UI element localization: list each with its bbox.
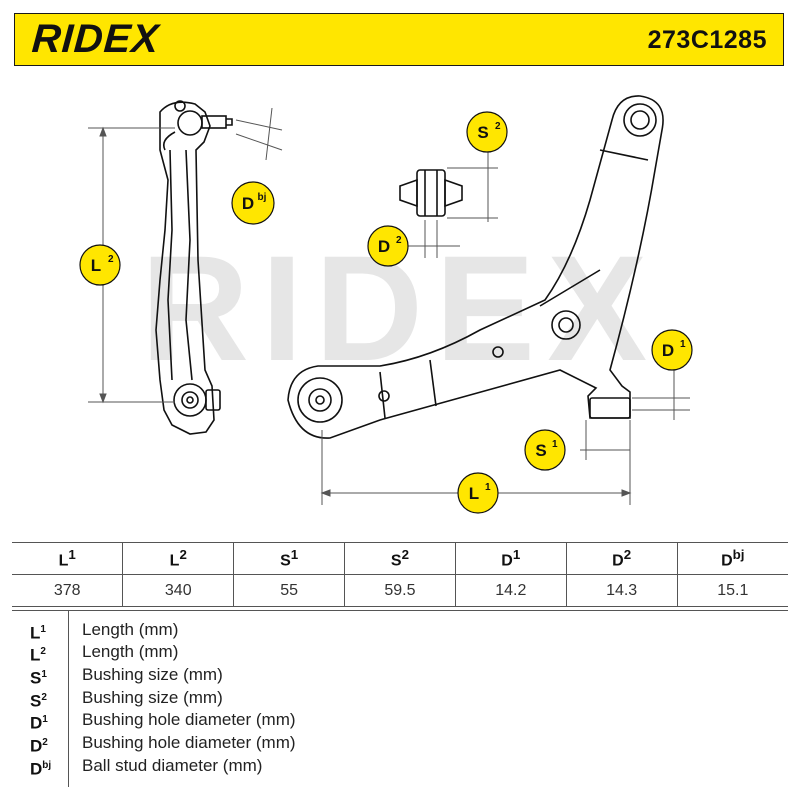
svg-text:L: L [91, 256, 101, 275]
svg-text:1: 1 [680, 339, 686, 350]
badge-dbj: D bj [231, 181, 275, 225]
legend-row-s1: S1 Bushing size (mm) [12, 664, 788, 688]
spec-header-l1: L1 [12, 542, 124, 575]
svg-text:2: 2 [495, 121, 501, 132]
spec-value-d1: 14.2 [454, 574, 567, 607]
legend-symbol: Dbj [30, 759, 52, 779]
side-view-arm [155, 100, 233, 435]
badge-s2: S 2 [466, 111, 508, 153]
legend-description: Bushing hole diameter (mm) [82, 733, 296, 752]
badge-d2: D 2 [367, 225, 409, 267]
legend-symbol: S2 [30, 691, 47, 711]
legend-description: Length (mm) [82, 620, 179, 639]
svg-text:D: D [662, 341, 674, 360]
control-arm-top-view [287, 95, 664, 439]
svg-text:S: S [477, 123, 488, 142]
spec-header-d1: D1 [454, 542, 567, 575]
dimension-lines-bushing [405, 150, 498, 258]
legend-row-d2: D2 Bushing hole diameter (mm) [12, 732, 788, 756]
brand-logo: RIDEX [30, 17, 161, 61]
spec-value-dbj: 15.1 [676, 574, 788, 607]
legend-row-dbj: Dbj Ball stud diameter (mm) [12, 755, 788, 779]
spec-value-s2: 59.5 [344, 574, 456, 607]
spec-header-dbj: Dbj [676, 542, 788, 575]
spec-value-l2: 340 [122, 574, 235, 607]
svg-text:D: D [242, 194, 254, 213]
dimension-lines-l2 [88, 107, 283, 404]
badge-l2: L 2 [79, 244, 121, 286]
technical-drawing: RIDEX [79, 95, 693, 514]
spec-table: L1 L2 S1 S2 D1 D2 Dbj 378 340 55 59.5 14… [12, 542, 788, 607]
svg-text:1: 1 [485, 482, 491, 493]
legend-description: Bushing size (mm) [82, 688, 223, 707]
legend-description: Ball stud diameter (mm) [82, 756, 263, 775]
svg-text:S: S [535, 441, 546, 460]
part-number: 273C1285 [647, 26, 767, 54]
svg-text:2: 2 [396, 235, 402, 246]
svg-text:2: 2 [108, 254, 114, 265]
svg-text:1: 1 [552, 439, 558, 450]
svg-text:bj: bj [258, 192, 267, 203]
legend-row-l2: L2 Length (mm) [12, 641, 788, 665]
legend-symbol: D2 [30, 736, 48, 756]
legend-description: Length (mm) [82, 642, 179, 661]
svg-text:L: L [469, 484, 479, 503]
legend-description: Bushing size (mm) [82, 665, 223, 684]
badge-l1: L 1 [457, 472, 499, 514]
legend-symbol: S1 [30, 668, 47, 688]
spec-header-l2: L2 [122, 542, 235, 575]
spec-value-l1: 378 [12, 574, 124, 607]
spec-header-row: L1 L2 S1 S2 D1 D2 Dbj [12, 542, 788, 575]
badge-d1: D 1 [651, 329, 693, 371]
legend-symbol: L1 [30, 623, 46, 643]
spec-value-s1: 55 [233, 574, 346, 607]
spec-header-d2: D2 [565, 542, 678, 575]
legend-row-l1: L1 Length (mm) [12, 619, 788, 643]
badge-s1: S 1 [524, 429, 566, 471]
legend-divider [68, 611, 69, 787]
legend-symbol: L2 [30, 645, 46, 665]
spec-value-d2: 14.3 [565, 574, 678, 607]
legend-row-d1: D1 Bushing hole diameter (mm) [12, 709, 788, 733]
spec-header-s1: S1 [233, 542, 346, 575]
bushing-detail [399, 169, 463, 217]
spec-value-row: 378 340 55 59.5 14.2 14.3 15.1 [12, 574, 788, 607]
legend-row-s2: S2 Bushing size (mm) [12, 687, 788, 711]
header-bar: RIDEX 273C1285 [14, 13, 784, 66]
svg-text:D: D [378, 237, 390, 256]
legend-symbol: D1 [30, 713, 48, 733]
legend-description: Bushing hole diameter (mm) [82, 710, 296, 729]
spec-header-s2: S2 [344, 542, 456, 575]
legend: L1 Length (mm) L2 Length (mm) S1 Bushing… [12, 610, 788, 787]
